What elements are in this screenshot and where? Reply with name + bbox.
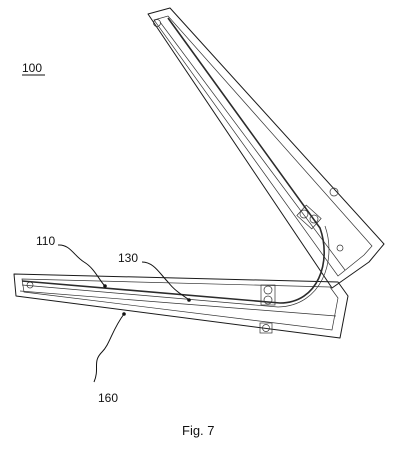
label-160: 160: [98, 391, 118, 405]
upper-arm-roller-b: [309, 214, 319, 224]
leader-160: [93, 313, 125, 383]
upper-arm-pin-small: [336, 244, 344, 252]
leader-110: [57, 244, 105, 286]
flexible-strip: [21, 17, 325, 304]
figure-caption: Fig. 7: [182, 423, 215, 438]
base-pin: [262, 324, 270, 332]
lower-base: [13, 273, 349, 339]
base-roller-b: [263, 295, 273, 305]
upper-arm-pivot-top: [153, 19, 161, 27]
assembly-label: 100: [22, 61, 42, 75]
upper-arm: [147, 7, 385, 289]
upper-arm-roller-a: [299, 209, 309, 219]
leader-130: [141, 261, 189, 300]
upper-arm-pin: [329, 187, 339, 197]
base-pivot: [26, 281, 34, 289]
base-roller-a: [263, 285, 273, 295]
label-110: 110: [36, 234, 55, 248]
label-130: 130: [118, 251, 138, 265]
